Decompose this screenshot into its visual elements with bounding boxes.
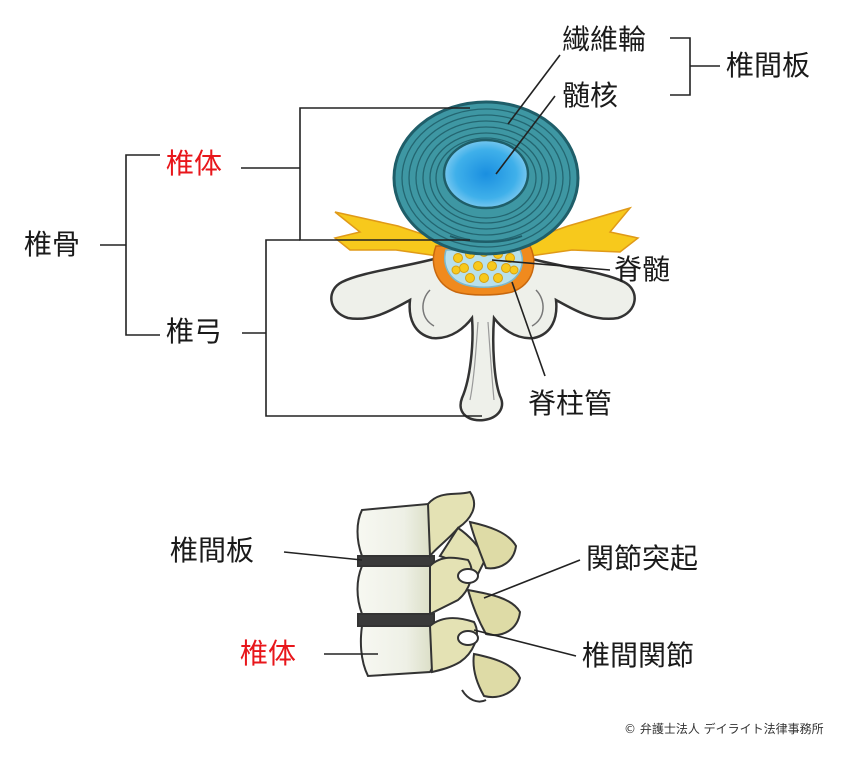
label-annulus-fibrosus: 繊維輪 [562,23,647,56]
label-vertebra: 椎骨 [24,228,81,261]
label-intervertebral-disc: 椎間板 [726,49,811,82]
label-nucleus-pulposus: 髄核 [562,79,619,112]
label-spinal-cord: 脊髄 [614,253,671,286]
label-vertebral-body-side: 椎体 [240,637,297,670]
label-vertebral-arch: 椎弓 [166,315,223,348]
intervertebral-disc [392,100,580,256]
posterior-bony-arch [330,256,636,422]
label-facet-joint: 椎間関節 [582,639,695,672]
label-vertebral-body: 椎体 [166,147,223,180]
label-intervertebral-disc-side: 椎間板 [170,534,255,567]
side-spine [356,490,522,703]
copyright-notice: © 弁護士法人 デイライト法律事務所 [624,722,824,736]
top-leader-lines [100,37,720,417]
label-articular-process: 関節突起 [586,542,699,575]
nerve-roots [333,206,640,257]
label-spinal-canal: 脊柱管 [528,387,613,420]
nucleus-pulposus [442,138,530,210]
side-leader-lines [283,551,581,657]
